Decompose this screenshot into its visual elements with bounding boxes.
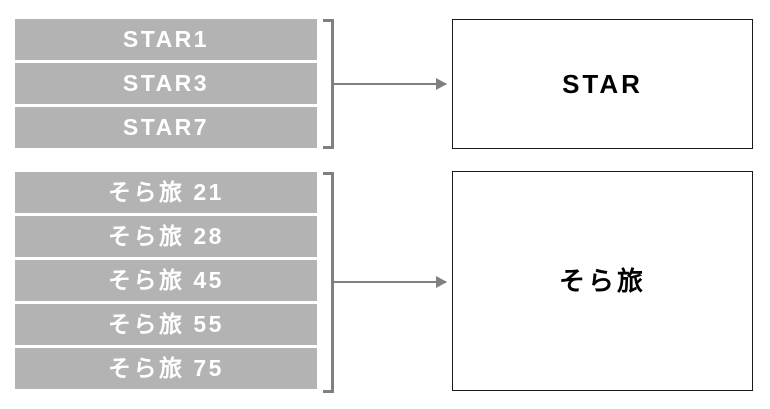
group-bracket-sora — [323, 172, 334, 393]
maps-to-arrow-star — [334, 78, 447, 90]
item-group-sora: そら旅 21 そら旅 28 そら旅 45 そら旅 55 そら旅 75 — [15, 172, 317, 389]
list-item: そら旅 28 — [15, 216, 317, 257]
list-item: そら旅 75 — [15, 348, 317, 389]
item-group-star: STAR1 STAR3 STAR7 — [15, 19, 317, 148]
result-box-star: STAR — [452, 19, 753, 149]
result-box-sora-label: そら旅 — [558, 266, 646, 296]
list-item: STAR1 — [15, 19, 317, 60]
list-item: そら旅 21 — [15, 172, 317, 213]
result-box-sora: そら旅 — [452, 171, 753, 391]
list-item: STAR7 — [15, 107, 317, 148]
list-item: そら旅 45 — [15, 260, 317, 301]
group-bracket-star — [323, 19, 334, 149]
maps-to-arrow-sora — [334, 276, 447, 288]
arrow-head-icon — [436, 78, 447, 90]
list-item: STAR3 — [15, 63, 317, 104]
result-box-star-label: STAR — [562, 69, 643, 99]
list-item: そら旅 55 — [15, 304, 317, 345]
arrow-head-icon — [436, 276, 447, 288]
